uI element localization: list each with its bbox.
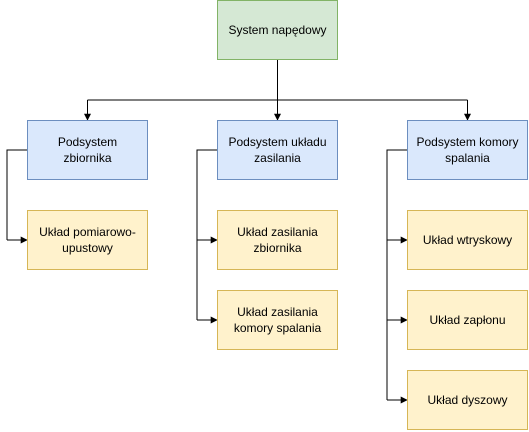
leaf-node-ignition: Układ zapłonu (407, 290, 528, 350)
leaf-node-label: Układ zapłonu (429, 313, 506, 327)
branch-node-label: Podsystem układu zasilania (228, 135, 327, 165)
branch-node-label: Podsystem komory spalania (416, 135, 519, 165)
leaf-node-tank-feed: Układ zasilania zbiornika (217, 210, 338, 270)
leaf-node-chamber-feed: Układ zasilania komory spalania (217, 290, 338, 350)
leaf-node-label: Układ zasilania zbiornika (237, 225, 318, 255)
branch-node-label: Podsystem zbiornika (57, 135, 118, 165)
leaf-node-label: Układ pomiarowo-upustowy (39, 225, 136, 255)
root-node-label: System napędowy (228, 23, 327, 37)
connector-branch-1-trunk (6, 149, 27, 240)
connector-branch-2-trunk (196, 149, 217, 320)
leaf-node-label: Układ zasilania komory spalania (233, 305, 322, 335)
leaf-node-label: Układ dyszowy (427, 393, 508, 407)
leaf-node-injection: Układ wtryskowy (407, 210, 528, 270)
leaf-node-measurement-vent: Układ pomiarowo-upustowy (27, 210, 148, 270)
leaf-node-label: Układ wtryskowy (422, 233, 513, 247)
leaf-node-nozzle: Układ dyszowy (407, 370, 528, 430)
branch-node-chamber: Podsystem komory spalania (407, 120, 528, 180)
root-node: System napędowy (217, 0, 338, 60)
branch-node-feed: Podsystem układu zasilania (217, 120, 338, 180)
connector-branch-3-trunk (386, 149, 407, 400)
branch-node-tank: Podsystem zbiornika (27, 120, 148, 180)
